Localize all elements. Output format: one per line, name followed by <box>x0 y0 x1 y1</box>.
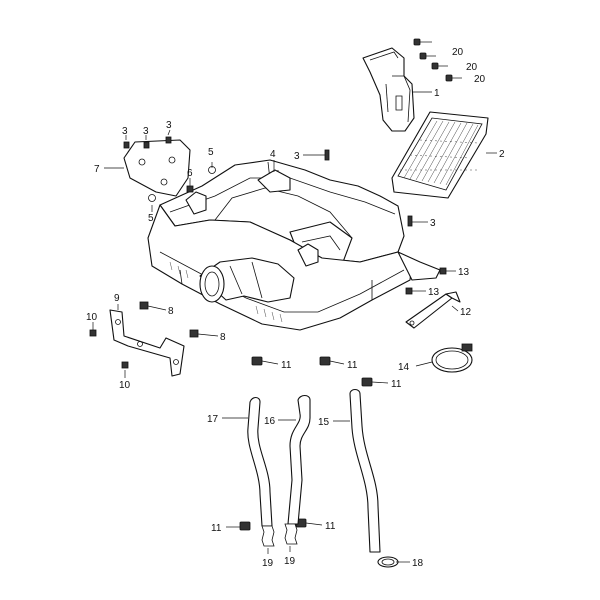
callout-1: 1 <box>434 88 440 99</box>
callout-20: 20 <box>452 47 464 58</box>
callout-14: 14 <box>398 362 410 373</box>
callout-19: 19 <box>284 556 296 567</box>
part-2-air-filter <box>391 111 489 199</box>
callout-3: 3 <box>122 126 128 137</box>
part-15-hose <box>349 388 381 553</box>
intake-elbow <box>199 257 295 303</box>
callout-13: 13 <box>428 287 440 298</box>
callout-11: 11 <box>281 360 292 371</box>
part-7-mounting-plate <box>123 139 191 197</box>
callout-4: 4 <box>270 149 276 160</box>
callout-19: 19 <box>262 558 274 569</box>
part-3-screws <box>123 129 413 227</box>
callout-9: 9 <box>114 293 120 304</box>
part-16-hose <box>287 394 311 525</box>
callout-11: 11 <box>211 523 222 534</box>
callout-3: 3 <box>166 120 172 131</box>
callout-3: 3 <box>143 126 149 137</box>
part-5-6-grommets <box>148 166 216 202</box>
part-18-clamp-ring <box>377 556 399 568</box>
callout-13: 13 <box>458 267 470 278</box>
callout-5: 5 <box>148 213 154 224</box>
callout-11: 11 <box>347 360 358 371</box>
callout-11: 11 <box>391 379 402 390</box>
housing-ribs <box>169 261 283 323</box>
callout-17: 17 <box>207 414 219 425</box>
callout-20: 20 <box>466 62 478 73</box>
leader-lines <box>92 91 497 563</box>
callout-10: 10 <box>119 380 131 391</box>
bolt-20b <box>419 52 436 60</box>
part-11-clips <box>239 356 373 531</box>
part-9-bracket <box>109 309 185 377</box>
part-8-nuts <box>139 301 199 338</box>
bolt-20d <box>445 74 462 82</box>
callout-12: 12 <box>460 307 472 318</box>
callout-8: 8 <box>168 306 174 317</box>
part-14-clamp <box>431 343 473 373</box>
callout-3: 3 <box>430 218 436 229</box>
callout-labels: 1 2 3 3 3 3 3 4 5 5 6 7 8 8 9 10 10 11 1… <box>86 47 505 569</box>
callout-20: 20 <box>474 74 486 85</box>
bolt-20a <box>413 38 432 46</box>
part-19-couplers <box>261 523 298 547</box>
part-12-bracket <box>405 291 461 329</box>
callout-10: 10 <box>86 312 98 323</box>
callout-3: 3 <box>294 151 300 162</box>
callout-6: 6 <box>187 168 193 179</box>
callout-7: 7 <box>94 164 100 175</box>
callout-2: 2 <box>499 149 505 160</box>
bolt-20c <box>431 62 448 70</box>
callout-15: 15 <box>318 417 330 428</box>
part-20-bolts <box>413 38 462 82</box>
part-1-intake-duct <box>362 47 415 132</box>
callout-16: 16 <box>264 416 276 427</box>
callout-5: 5 <box>208 147 214 158</box>
callout-18: 18 <box>412 558 424 569</box>
filter-pleats <box>400 120 480 186</box>
part-17-hose <box>247 396 273 527</box>
callout-11: 11 <box>325 521 336 532</box>
callout-8: 8 <box>220 332 226 343</box>
